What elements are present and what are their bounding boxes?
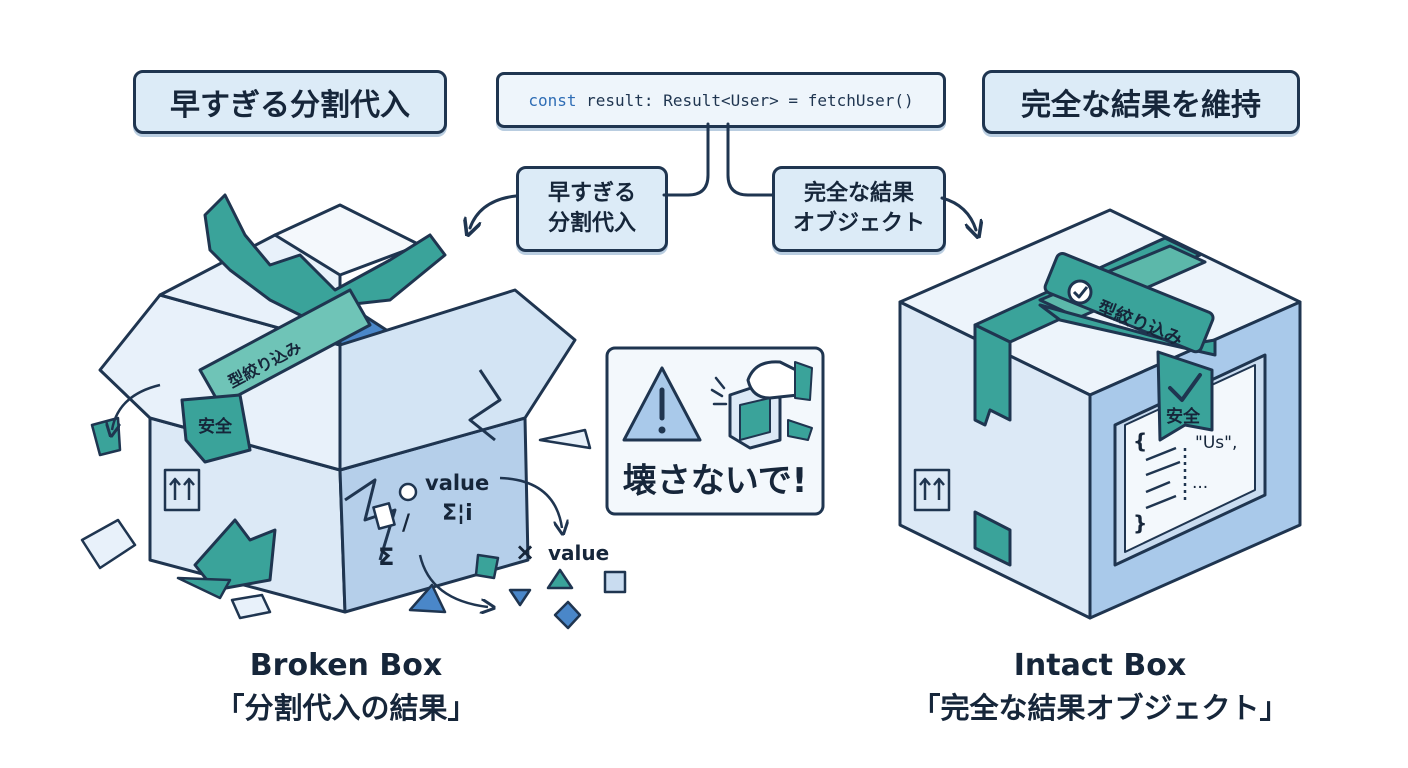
- intact-box-tag-bar: [1043, 251, 1215, 354]
- branch-right-label: 完全な結果 オブジェクト: [772, 166, 946, 252]
- intact-box-caption-jp: 「完全な結果オブジェクト」: [911, 691, 1289, 725]
- broken-box-sigma-1: Σ: [378, 543, 394, 571]
- broken-box-value-label-1: value: [425, 471, 489, 495]
- intact-box-caption-en: Intact Box: [1013, 648, 1187, 683]
- warning-triangle-icon: [622, 366, 702, 442]
- branch-right-line2: オブジェクト: [792, 211, 925, 236]
- intact-box-check-badge-icon: [1067, 279, 1093, 305]
- broken-box-left-flap: [98, 293, 342, 472]
- broken-box-crack-1: [344, 478, 397, 561]
- intact-box-left-face: [898, 300, 1092, 620]
- intact-box-tape-top: [973, 236, 1202, 344]
- broken-box-safe-tag: [180, 393, 252, 464]
- broken-box-value-label-2: value: [548, 541, 609, 565]
- intact-box-right-face: [1088, 300, 1302, 620]
- broken-box-tape-bottom: [193, 518, 277, 592]
- broken-box-flow-arrows: [112, 383, 562, 607]
- branch-left-line1: 早すぎる: [547, 181, 636, 207]
- code-snippet: const result: Result<User> = fetchUser(): [496, 72, 946, 128]
- broken-box-cross: ×: [515, 538, 535, 566]
- intact-box-label-inner: [1124, 364, 1256, 553]
- warning-text: 壊さないで!: [623, 461, 808, 501]
- right-header: 完全な結果を維持: [982, 70, 1300, 134]
- intact-box-safe-tag: [1156, 350, 1214, 442]
- broken-box-caption: Broken Box 「分割代入の結果」: [186, 648, 506, 727]
- branch-left-line2: 分割代入: [547, 211, 636, 236]
- broken-box-sigma-2: Σ¦i: [442, 501, 473, 526]
- intact-box-checkmark-icon: [1168, 373, 1202, 402]
- intact-box-tape-band: [1038, 303, 1217, 357]
- code-keyword: const: [528, 90, 577, 110]
- broken-box-interior: [168, 298, 512, 462]
- intact-box-tape-label: 型絞り込み: [1094, 296, 1186, 350]
- broken-box-top-flap: [273, 203, 422, 277]
- broken-box-this-side-up-icon: [163, 468, 201, 512]
- intact-box-code-brace-open: {: [1133, 429, 1147, 453]
- intact-box-tape-left: [973, 323, 1012, 427]
- branch-right-line1: 完全な結果: [803, 181, 914, 207]
- intact-box: 型絞り込み 安全: [898, 208, 1302, 620]
- broken-box-caption-jp: 「分割代入の結果」: [215, 691, 477, 725]
- broken-box: 型絞り込み 安全: [98, 193, 577, 614]
- intact-box-tape-diag: [1038, 244, 1207, 320]
- left-header-text: 早すぎる分割代入: [170, 88, 410, 123]
- broken-box-right-face: [338, 416, 530, 614]
- intact-box-caption: Intact Box 「完全な結果オブジェクト」: [890, 648, 1310, 727]
- broken-box-tape-label: 型絞り込み: [225, 337, 305, 391]
- intact-box-this-side-up-icon: [913, 468, 951, 512]
- broken-box-left-face: [148, 416, 347, 614]
- broken-box-back-flap: [158, 233, 342, 347]
- intact-box-code-string: "Us",: [1195, 433, 1237, 453]
- hand-breaking-box-icon: [710, 360, 813, 450]
- broken-box-crack-2: [468, 369, 502, 442]
- broken-box-right-flap: [338, 288, 577, 472]
- warning-sign: [605, 346, 825, 516]
- intact-box-top-face: [898, 208, 1302, 397]
- broken-box-tape-band: [198, 288, 372, 407]
- left-header: 早すぎる分割代入: [133, 70, 447, 134]
- intact-box-code-ellipsis: ...: [1192, 473, 1208, 493]
- code-rest: result: Result<User> = fetchUser(): [576, 90, 914, 110]
- branch-left-label: 早すぎる 分割代入: [516, 166, 668, 252]
- intact-box-code-lines: [1145, 446, 1187, 510]
- right-header-text: 完全な結果を維持: [1021, 88, 1261, 123]
- broken-box-caption-en: Broken Box: [249, 648, 443, 683]
- broken-box-slash: /: [402, 511, 411, 536]
- broken-box-tape-top: [203, 193, 447, 322]
- intact-box-code-brace-close: }: [1133, 511, 1147, 535]
- broken-box-safe-label: 安全: [198, 416, 233, 437]
- intact-box-tape-bottom: [973, 510, 1012, 567]
- intact-box-safe-label: 安全: [1166, 406, 1201, 427]
- intact-box-label-card: [1113, 353, 1267, 567]
- broken-box-debris: [80, 416, 627, 630]
